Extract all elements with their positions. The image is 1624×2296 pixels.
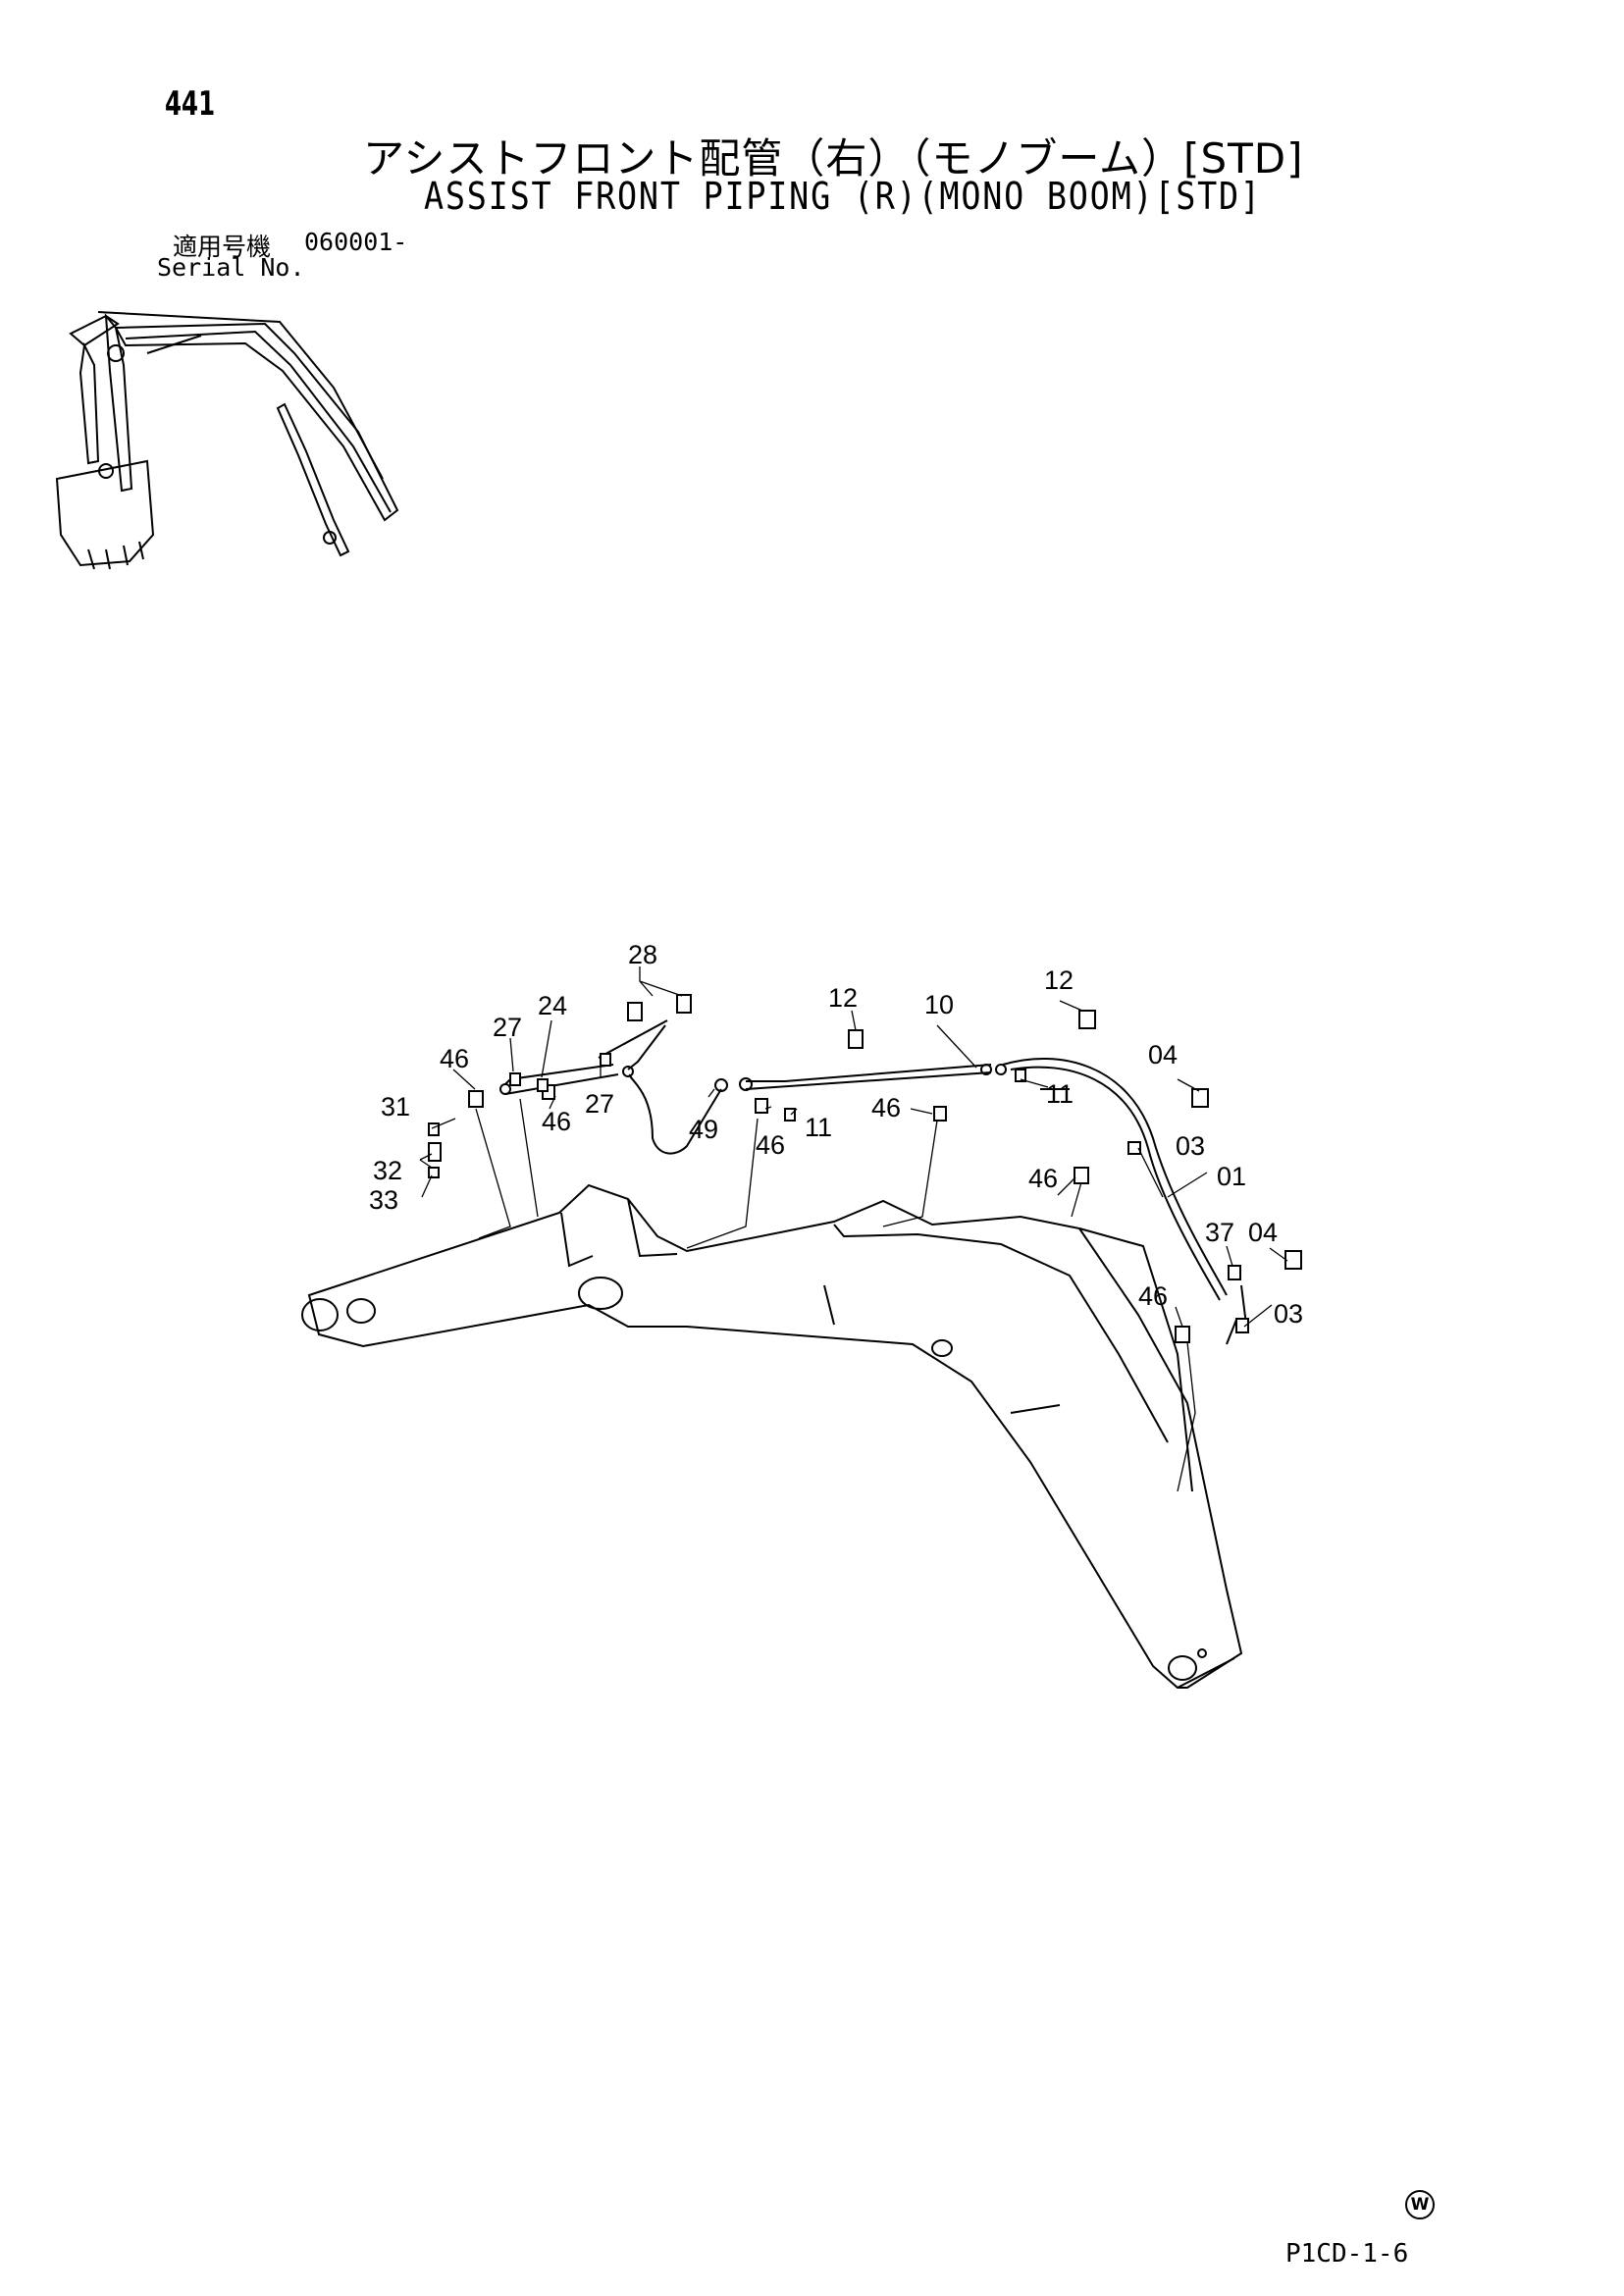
fittings xyxy=(428,994,1302,1343)
fitting-32 xyxy=(428,1142,442,1162)
adapter-12b xyxy=(1078,1010,1096,1029)
fitting-33 xyxy=(428,1167,440,1178)
callout-37: 37 xyxy=(1205,1218,1234,1247)
fitting-27a xyxy=(509,1072,521,1086)
watermark-w-icon: W xyxy=(1405,2190,1435,2219)
clamp-46-center xyxy=(755,1098,768,1114)
callout-12-right: 12 xyxy=(1044,965,1074,995)
callout-11-right: 11 xyxy=(1046,1079,1074,1109)
callout-labels: 28 24 27 27 46 46 31 32 33 49 12 10 12 4… xyxy=(369,940,1303,1329)
callout-03-top: 03 xyxy=(1176,1131,1205,1161)
serial-number-value: 060001- xyxy=(304,228,408,256)
adapter-28b xyxy=(676,994,692,1014)
clamp-46-left xyxy=(468,1090,484,1108)
clamp-46-right xyxy=(933,1106,947,1122)
fitting-11a xyxy=(784,1108,796,1122)
callout-03-bottom: 03 xyxy=(1274,1299,1303,1329)
fitting-03b xyxy=(1235,1318,1249,1333)
adapter-04a xyxy=(1191,1088,1209,1108)
title-english: ASSIST FRONT PIPING (R)(MONO BOOM)[STD] xyxy=(424,175,1262,218)
clamp-46-upper xyxy=(1074,1167,1089,1184)
callout-46-center: 46 xyxy=(756,1130,785,1160)
excavator-thumbnail xyxy=(55,311,399,570)
callout-46-center-left: 46 xyxy=(542,1107,571,1136)
callout-24: 24 xyxy=(538,991,567,1020)
clamp-46-lower xyxy=(1175,1326,1190,1343)
callout-46-mid: 46 xyxy=(871,1093,901,1122)
callout-04-bottom: 04 xyxy=(1248,1218,1278,1247)
fitting-03a xyxy=(1127,1141,1141,1155)
callout-31: 31 xyxy=(381,1092,410,1122)
callout-32: 32 xyxy=(373,1156,402,1185)
plug-37 xyxy=(1228,1265,1241,1280)
callout-28: 28 xyxy=(628,940,657,969)
fitting-27b xyxy=(600,1053,611,1067)
callout-33: 33 xyxy=(369,1185,398,1215)
drawing-code: P1CD-1-6 xyxy=(1285,2239,1409,2269)
callout-27-left: 27 xyxy=(493,1013,522,1042)
callout-04-top: 04 xyxy=(1148,1040,1178,1070)
mono-boom xyxy=(301,1183,1243,1689)
title-japanese: アシストフロント配管（右）（モノブーム）[STD] xyxy=(363,134,1304,183)
callout-49: 49 xyxy=(689,1115,718,1144)
adapter-12a xyxy=(848,1029,864,1049)
callout-46-bottom: 46 xyxy=(1138,1281,1168,1311)
fitting-31 xyxy=(428,1122,440,1136)
serial-label-japanese: 適用号機 xyxy=(173,233,272,261)
piping-lines xyxy=(499,1019,1247,1345)
callout-01: 01 xyxy=(1217,1162,1246,1191)
callout-11-left: 11 xyxy=(805,1113,832,1142)
callout-46-right: 46 xyxy=(1028,1164,1058,1193)
serial-label-english: Serial No. xyxy=(157,253,305,282)
page-number: 441 xyxy=(165,84,216,124)
leader-lines xyxy=(419,966,1288,1492)
callout-46-top-left: 46 xyxy=(440,1044,469,1073)
adapter-28a xyxy=(627,1002,643,1021)
adapter-04b xyxy=(1284,1250,1302,1270)
callout-12-left: 12 xyxy=(828,983,858,1013)
tee-24 xyxy=(537,1078,549,1092)
fitting-11b xyxy=(1015,1069,1026,1082)
callout-10: 10 xyxy=(924,990,954,1019)
callout-27-right: 27 xyxy=(585,1089,614,1119)
